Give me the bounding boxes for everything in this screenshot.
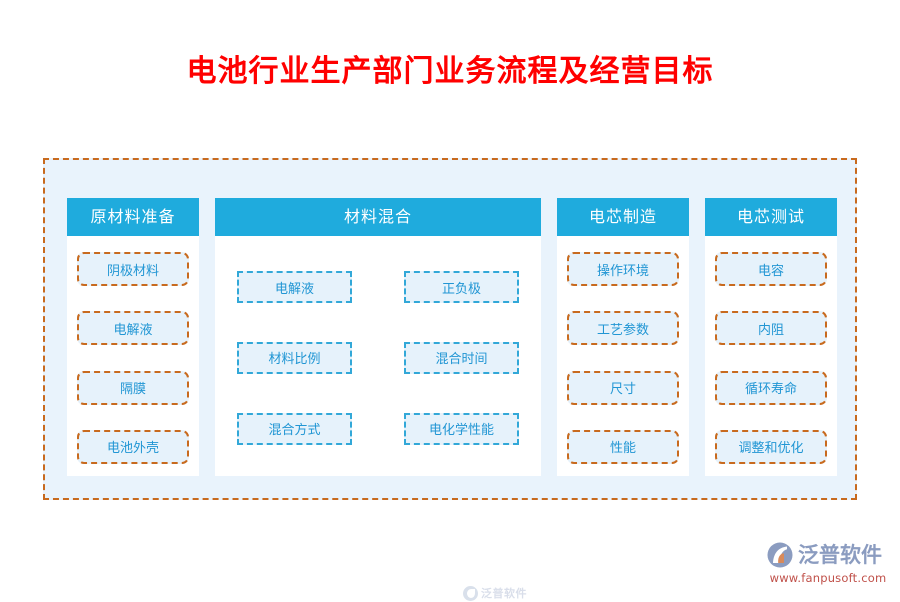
process-item[interactable]: 循环寿命: [715, 370, 827, 405]
process-column-body: 阴极材料电解液隔膜电池外壳: [67, 236, 199, 476]
process-columns: 原材料准备阴极材料电解液隔膜电池外壳材料混合电解液正负极材料比例混合时间混合方式…: [45, 160, 859, 502]
process-item[interactable]: 电池外壳: [77, 429, 189, 464]
process-item[interactable]: 正负极: [404, 271, 519, 304]
process-item[interactable]: 性能: [567, 429, 679, 464]
process-column-header: 原材料准备: [67, 198, 199, 236]
page-title: 电池行业生产部门业务流程及经营目标: [186, 54, 714, 89]
process-item[interactable]: 隔膜: [77, 370, 189, 405]
process-item[interactable]: 调整和优化: [715, 429, 827, 464]
process-column-header: 材料混合: [215, 198, 541, 236]
brand-url: www.fanpusoft.com: [769, 571, 887, 585]
process-item[interactable]: 混合时间: [404, 341, 519, 374]
process-flow-frame: 原材料准备阴极材料电解液隔膜电池外壳材料混合电解液正负极材料比例混合时间混合方式…: [43, 158, 859, 601]
process-column-body: 电容内阻循环寿命调整和优化: [705, 236, 837, 476]
process-column: 原材料准备阴极材料电解液隔膜电池外壳: [67, 198, 199, 476]
process-item[interactable]: 电解液: [77, 311, 189, 346]
watermark-label: 泛普软件: [481, 587, 527, 600]
process-item[interactable]: 电化学性能: [404, 412, 519, 445]
brand-row: 泛普软件: [766, 540, 890, 570]
watermark: 泛普软件: [463, 584, 549, 602]
process-column-body: 操作环境工艺参数尺寸性能: [557, 236, 689, 476]
brand-logo: 泛普软件 www.fanpusoft.com: [766, 540, 890, 588]
process-item[interactable]: 材料比例: [237, 341, 352, 374]
process-item[interactable]: 内阻: [715, 311, 827, 346]
process-item[interactable]: 阴极材料: [77, 252, 189, 286]
process-column-body: 电解液 正负极材料比例 混合时间混合方式 电化学性能: [215, 236, 541, 476]
process-item[interactable]: 工艺参数: [567, 311, 679, 346]
process-column: 材料混合电解液 正负极材料比例 混合时间混合方式 电化学性能: [215, 198, 541, 476]
process-column-header: 电芯制造: [557, 198, 689, 236]
process-item[interactable]: 操作环境: [567, 252, 679, 286]
process-item[interactable]: 电容: [715, 252, 827, 286]
process-column: 电芯制造操作环境工艺参数尺寸性能: [557, 198, 689, 476]
process-column: 电芯测试电容内阻循环寿命调整和优化: [705, 198, 837, 476]
watermark-logo-icon: [463, 585, 478, 601]
fanpu-logo-icon: [766, 541, 794, 569]
process-item[interactable]: 电解液: [237, 271, 352, 304]
brand-name: 泛普软件: [798, 543, 882, 567]
process-column-header: 电芯测试: [705, 198, 837, 236]
process-item[interactable]: 混合方式: [237, 412, 352, 445]
process-item[interactable]: 尺寸: [567, 370, 679, 405]
